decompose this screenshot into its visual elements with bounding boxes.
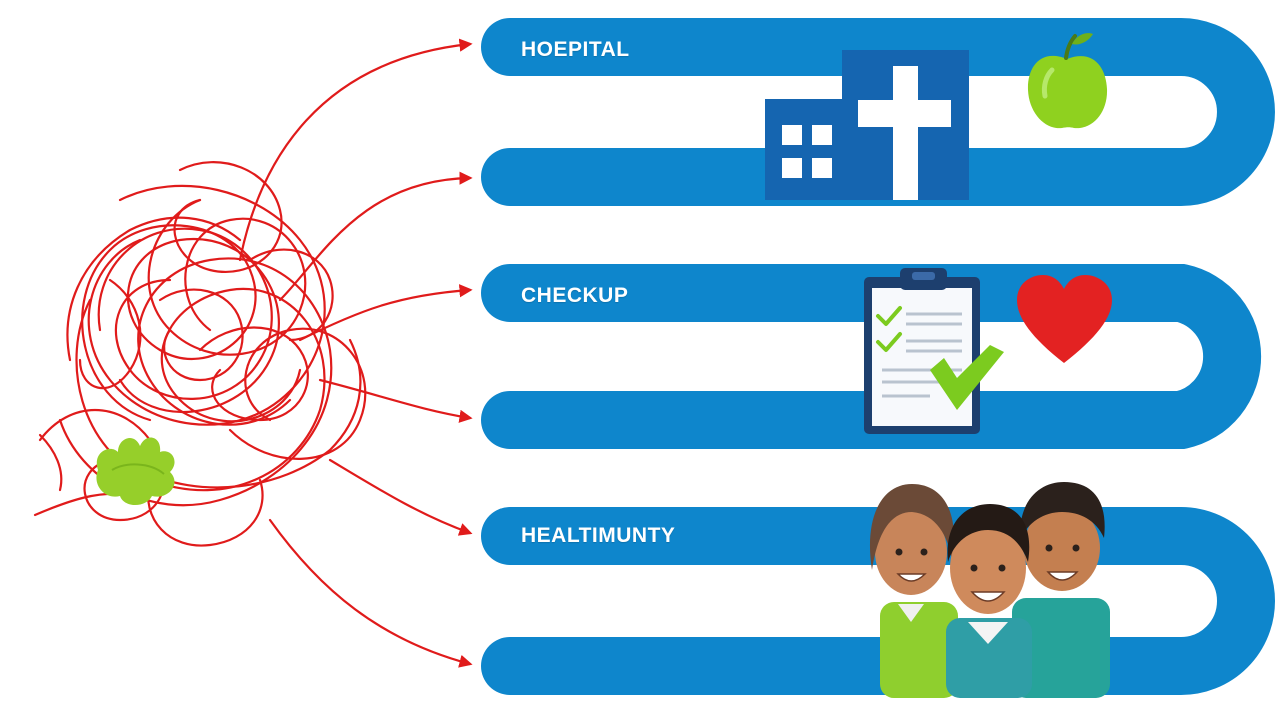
community-people-icon xyxy=(869,482,1110,698)
arrow-to-lane-1-top xyxy=(238,38,473,262)
heart-icon xyxy=(1017,275,1112,363)
green-sprout-icon xyxy=(96,437,175,505)
tangled-threads xyxy=(33,161,367,547)
pathway-label-checkup: CHECKUP xyxy=(521,284,629,307)
clipboard-checklist-icon xyxy=(864,268,980,434)
pathway-band-1 xyxy=(481,17,1275,206)
arrow-to-lane-2-bottom xyxy=(318,378,473,423)
person-right xyxy=(1012,482,1110,698)
large-checkmark-icon xyxy=(930,345,1004,410)
person-left xyxy=(869,484,958,698)
pathway-label-community: HEALTIMUNTY xyxy=(521,524,676,547)
pathway-band-3 xyxy=(481,507,1275,695)
pathway-band-2 xyxy=(481,264,1262,449)
arrow-threads xyxy=(238,38,473,668)
arrow-to-lane-3-bottom xyxy=(268,518,473,668)
arrow-to-lane-3-top xyxy=(328,458,473,536)
pathway-label-hospital: HOEPITAL xyxy=(521,38,630,61)
arrow-to-lane-2-top xyxy=(298,284,473,342)
hospital-building-icon xyxy=(765,50,969,200)
arrow-to-lane-1-bottom xyxy=(278,171,473,302)
apple-icon xyxy=(1027,33,1108,129)
person-center xyxy=(946,504,1032,698)
